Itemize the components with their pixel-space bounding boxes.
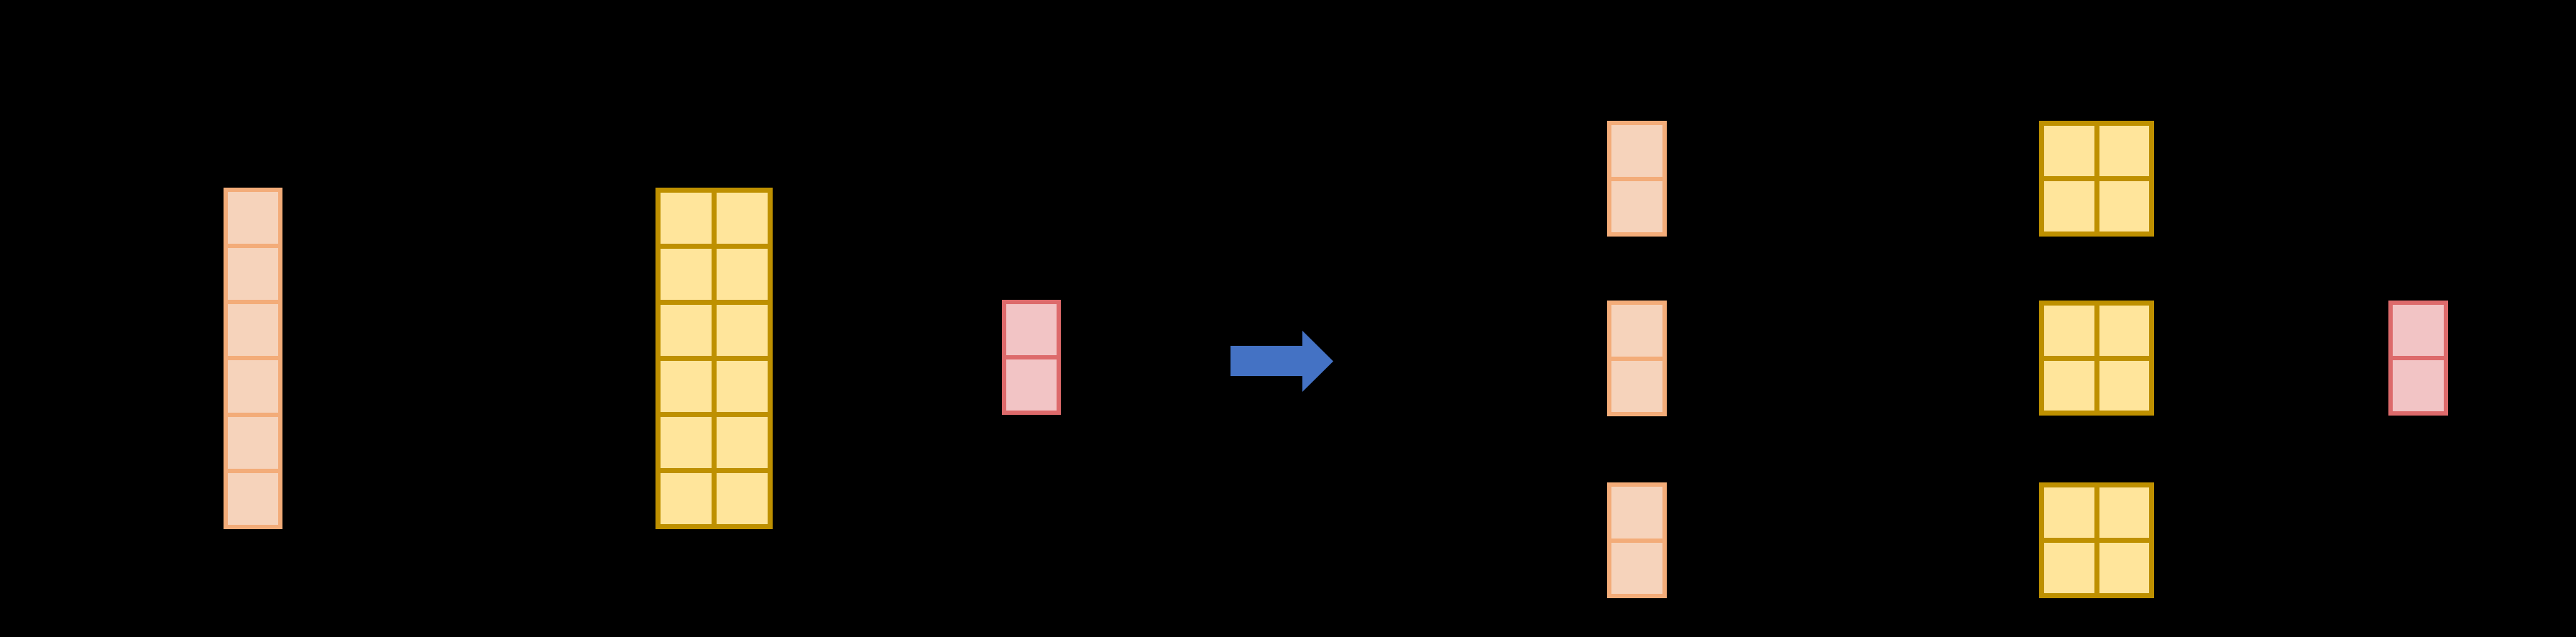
source-yellow-matrix-cell	[717, 249, 768, 300]
result-orange-chunk-1	[1607, 121, 1667, 237]
source-yellow-matrix-cell	[661, 361, 712, 412]
source-yellow-matrix-cell	[717, 417, 768, 468]
source-yellow-matrix-cell	[717, 361, 768, 412]
result-yellow-tile-3-cell	[2099, 487, 2149, 538]
source-pink-block	[1002, 300, 1061, 415]
result-orange-chunk-1-cell	[1611, 180, 1662, 232]
source-yellow-matrix-cell	[717, 473, 768, 524]
source-yellow-matrix	[656, 188, 773, 529]
source-orange-column	[224, 188, 282, 529]
source-orange-column-cell	[228, 304, 278, 357]
result-orange-chunk-2-cell	[1611, 305, 1662, 357]
source-yellow-matrix-cell	[661, 305, 712, 356]
result-yellow-tile-1-cell	[2044, 126, 2094, 176]
result-orange-chunk-2-cell	[1611, 360, 1662, 412]
result-orange-chunk-3-cell	[1611, 487, 1662, 539]
result-orange-chunk-2	[1607, 301, 1667, 416]
result-orange-chunk-3-cell	[1611, 542, 1662, 594]
source-pink-block-cell	[1006, 359, 1057, 411]
result-yellow-tile-2-cell	[2044, 306, 2094, 356]
result-yellow-tile-1-cell	[2044, 181, 2094, 232]
result-yellow-tile-3-cell	[2044, 487, 2094, 538]
source-yellow-matrix-cell	[661, 473, 712, 524]
result-pink-block-cell	[2393, 305, 2444, 356]
source-yellow-matrix-cell	[661, 249, 712, 300]
result-pink-block	[2388, 301, 2448, 416]
source-orange-column-cell	[228, 416, 278, 469]
source-orange-column-cell	[228, 192, 278, 244]
source-orange-column-cell	[228, 472, 278, 525]
result-yellow-tile-1-cell	[2099, 181, 2149, 232]
result-yellow-tile-2-cell	[2044, 360, 2094, 411]
source-yellow-matrix-cell	[717, 193, 768, 244]
result-yellow-tile-2	[2039, 301, 2154, 416]
source-pink-block-cell	[1006, 304, 1057, 355]
result-pink-block-cell	[2393, 360, 2444, 411]
result-yellow-tile-3-cell	[2044, 543, 2094, 593]
source-yellow-matrix-cell	[717, 305, 768, 356]
right-arrow-icon	[1230, 331, 1333, 392]
result-yellow-tile-3	[2039, 482, 2154, 598]
result-yellow-tile-1	[2039, 121, 2154, 237]
source-yellow-matrix-cell	[661, 417, 712, 468]
result-yellow-tile-2-cell	[2099, 360, 2149, 411]
source-yellow-matrix-cell	[661, 193, 712, 244]
result-orange-chunk-1-cell	[1611, 125, 1662, 177]
result-yellow-tile-2-cell	[2099, 306, 2149, 356]
source-orange-column-cell	[228, 360, 278, 413]
result-yellow-tile-1-cell	[2099, 126, 2149, 176]
result-orange-chunk-3	[1607, 482, 1667, 598]
result-yellow-tile-3-cell	[2099, 543, 2149, 593]
source-orange-column-cell	[228, 248, 278, 301]
